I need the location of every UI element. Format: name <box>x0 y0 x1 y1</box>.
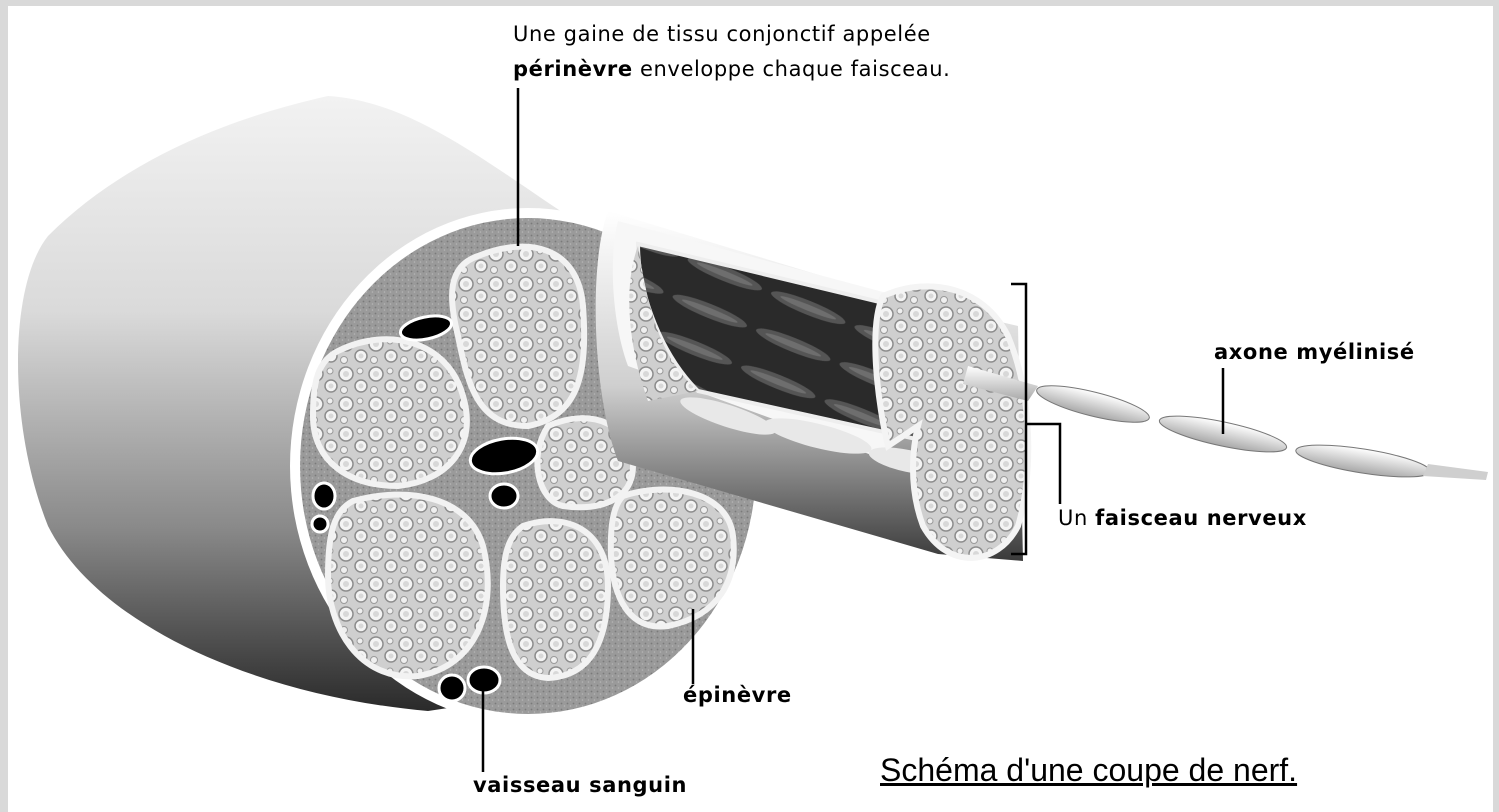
faisceau-leader <box>1026 424 1060 504</box>
perinevre-rest: enveloppe chaque faisceau. <box>640 57 950 81</box>
faisceau-prefix: Un <box>1058 506 1088 530</box>
axone-label: axone myélinisé <box>1214 338 1415 366</box>
perinevre-label-line2: périnèvre enveloppe chaque faisceau. <box>513 55 950 83</box>
faisceau-label: Un faisceau nerveux <box>1058 504 1307 532</box>
vaisseau-label: vaisseau sanguin <box>473 771 687 799</box>
diagram-title: Schéma d'une coupe de nerf. <box>880 752 1297 789</box>
diagram-frame: Une gaine de tissu conjonctif appelée pé… <box>8 6 1493 812</box>
perinevre-label-line1: Une gaine de tissu conjonctif appelée <box>513 20 931 48</box>
perinevre-term: périnèvre <box>513 57 633 81</box>
epinevre-label: épinèvre <box>683 681 792 709</box>
faisceau-term: faisceau nerveux <box>1095 506 1307 530</box>
